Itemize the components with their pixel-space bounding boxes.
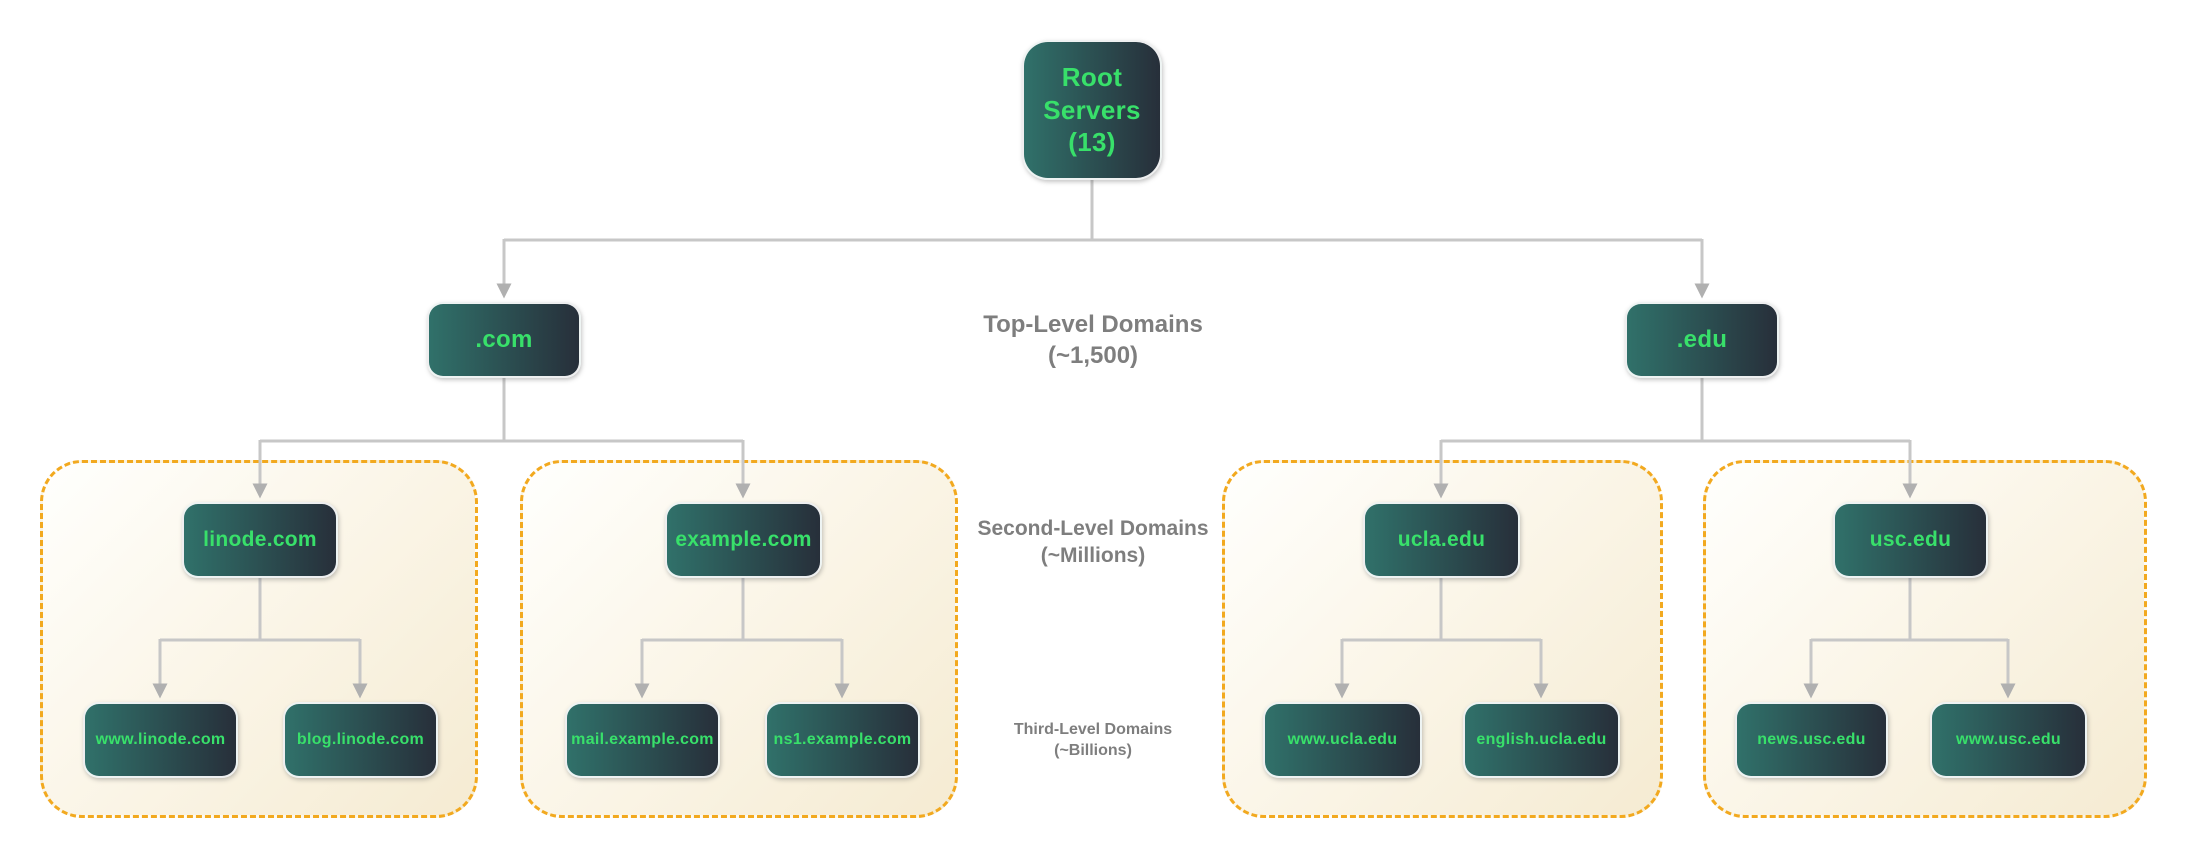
node-com: .com (427, 302, 581, 378)
node-linode-com: linode.com (182, 502, 338, 578)
node-www-ucla-edu: www.ucla.edu (1263, 702, 1422, 778)
level-label-title: Third-Level Domains (1013, 721, 1173, 738)
node-edu: .edu (1625, 302, 1779, 378)
node-blog-linode-com: blog.linode.com (283, 702, 438, 778)
level-label-title: Top-Level Domains (983, 311, 1203, 338)
level-label-title: Second-Level Domains (977, 517, 1209, 540)
level-label-count: (~Billions) (1054, 742, 1132, 759)
node-example-com: example.com (665, 502, 822, 578)
node-root-servers: Root Servers (13) (1022, 40, 1162, 180)
node-www-usc-edu: www.usc.edu (1930, 702, 2087, 778)
level-label-second-level-domains: Second-Level Domains (~Millions) (977, 515, 1208, 569)
node-english-ucla-edu: english.ucla.edu (1463, 702, 1620, 778)
node-news-usc-edu: news.usc.edu (1735, 702, 1888, 778)
level-label-count: (~Millions) (1040, 544, 1146, 567)
node-www-linode-com: www.linode.com (83, 702, 238, 778)
level-label-count: (~1,500) (1047, 342, 1139, 369)
node-mail-example-com: mail.example.com (565, 702, 720, 778)
node-ns1-example-com: ns1.example.com (765, 702, 920, 778)
node-ucla-edu: ucla.edu (1363, 502, 1520, 578)
level-label-third-level-domains: Third-Level Domains (~Billions) (1014, 719, 1172, 761)
node-usc-edu: usc.edu (1833, 502, 1988, 578)
level-label-top-level-domains: Top-Level Domains (~1,500) (983, 309, 1203, 371)
